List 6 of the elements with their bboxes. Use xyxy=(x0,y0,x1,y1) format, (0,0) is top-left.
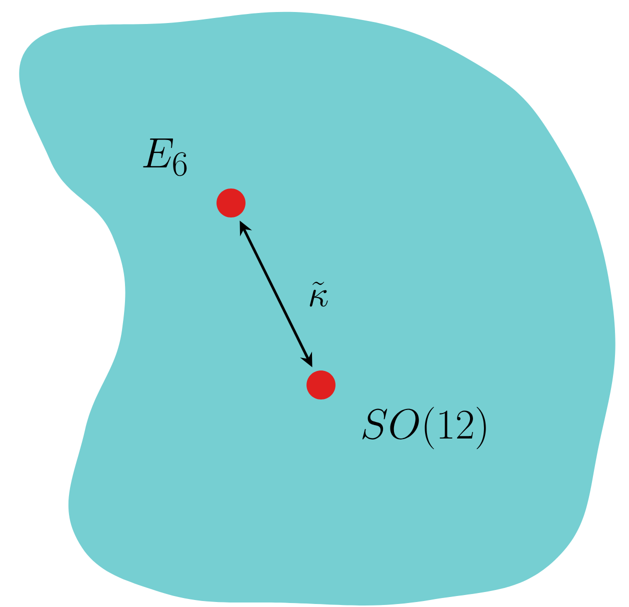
edge-label: $\tilde{\kappa}$ xyxy=(310,282,328,307)
region-blob xyxy=(19,12,616,606)
point-dot xyxy=(306,370,336,400)
math-label: $SO(12)$ xyxy=(362,406,486,450)
point-dot xyxy=(216,188,246,218)
math-label: $E_6$ xyxy=(143,138,187,176)
